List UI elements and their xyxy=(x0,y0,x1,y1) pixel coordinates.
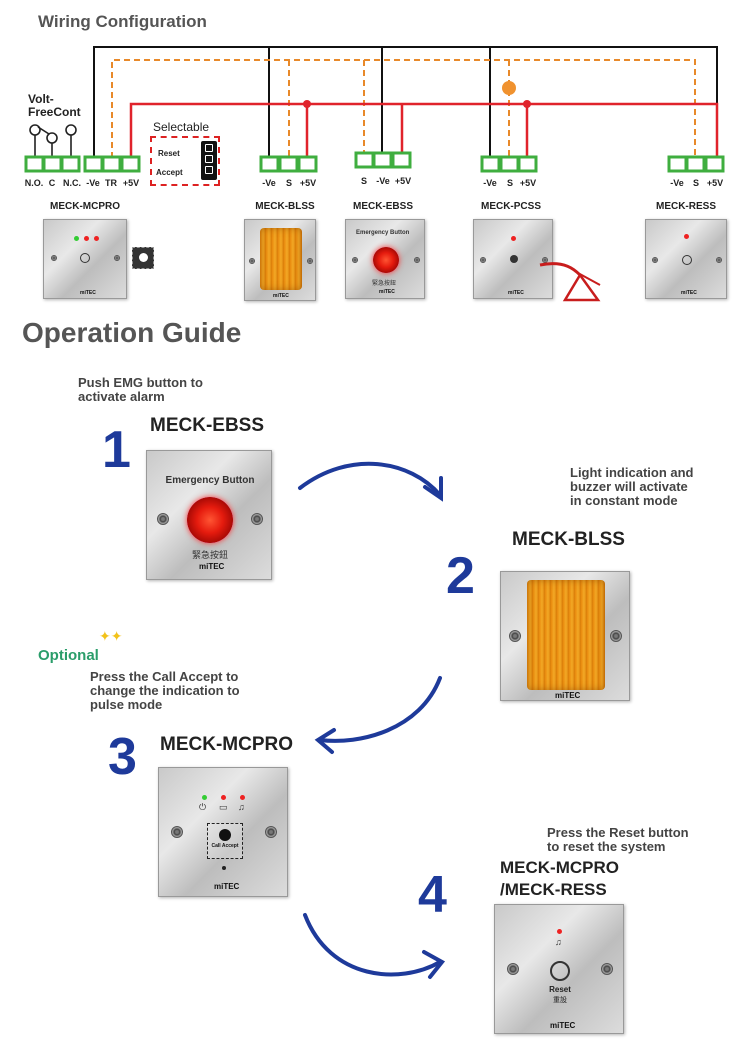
ebss-panel-small: Emergency Button 緊急按鈕 miTEC xyxy=(345,219,425,299)
selectable-title: Selectable xyxy=(153,120,210,134)
device-name: MECK-RESS xyxy=(655,201,716,212)
step-2-text: Light indication and buzzer will activat… xyxy=(570,465,694,508)
step-2-device: MECK-BLSS xyxy=(512,529,625,550)
signal-wires xyxy=(111,59,696,158)
step-1-text: Push EMG button to activate alarm xyxy=(78,375,203,404)
terminal-label: N.C. xyxy=(63,178,81,188)
step-1-number: 1 xyxy=(102,421,131,479)
device-name: MECK-PCSS xyxy=(480,201,541,212)
pull-cord xyxy=(539,262,601,302)
emergency-button-icon xyxy=(187,497,233,543)
flow-arrows xyxy=(298,461,446,979)
pcss-panel-small: miTEC xyxy=(473,219,553,299)
terminal-label: TR xyxy=(105,178,117,188)
power-led xyxy=(74,236,79,241)
ress-panel: ♫ Reset 重設 miTEC xyxy=(494,904,624,1034)
terminal-label: N.O. xyxy=(24,178,44,188)
step-4-device: MECK-MCPRO /MECK-RESS xyxy=(500,858,619,899)
terminal-label: S xyxy=(360,176,367,186)
terminal-label: +5V xyxy=(706,178,724,188)
ebss-panel: Emergency Button 緊急按鈕 miTEC xyxy=(146,450,272,580)
power-wires xyxy=(129,102,719,158)
bell-icon: ♫ xyxy=(555,937,562,947)
reset-icon xyxy=(80,253,90,263)
selectable-reset: Reset xyxy=(158,149,180,158)
device-name: MECK-MCPRO xyxy=(50,201,120,212)
terminal-label: +5V xyxy=(394,176,412,186)
call-accept-button[interactable]: Call Accept xyxy=(207,823,243,859)
terminal-label: +5V xyxy=(519,178,537,188)
terminal-label: S xyxy=(285,178,292,188)
mcpro-panel-small: miTEC xyxy=(43,219,127,299)
ground-wires xyxy=(93,46,718,158)
blss-panel-small: miTEC xyxy=(244,219,316,301)
amber-light-icon xyxy=(527,580,605,690)
step-4-text: Press the Reset button to reset the syst… xyxy=(547,825,689,854)
step-3-device: MECK-MCPRO xyxy=(160,734,293,755)
terminal-label: -Ve xyxy=(483,178,497,188)
step-3-text: Press the Call Accept to change the indi… xyxy=(90,669,240,712)
device-name: MECK-EBSS xyxy=(352,201,413,212)
battery-icon: ▭ xyxy=(219,802,228,812)
terminal-label: +5V xyxy=(299,178,317,188)
device-name: MECK-BLSS xyxy=(255,201,315,212)
terminal-label: C xyxy=(48,178,56,188)
reset-button[interactable] xyxy=(550,961,570,981)
selector-jumper xyxy=(201,141,217,180)
sparkle-icon: ✦✦ xyxy=(99,628,123,644)
mcpro-panel: ⏻ ▭ ♫ Call Accept miTEC xyxy=(158,767,288,897)
operation-title: Operation Guide xyxy=(22,317,242,348)
wiring-diagram xyxy=(24,46,725,173)
terminal-label: -Ve xyxy=(262,178,276,188)
selectable-box xyxy=(150,136,220,186)
junction-dot xyxy=(502,81,516,95)
terminal-label: +5V xyxy=(122,178,140,188)
terminal-label: -Ve xyxy=(376,176,390,186)
blss-panel: miTEC xyxy=(500,571,630,701)
step-2-number: 2 xyxy=(446,547,475,605)
volt-free-switch xyxy=(29,124,77,158)
terminal-label: -Ve xyxy=(86,178,100,188)
wiring-title: Wiring Configuration xyxy=(38,12,207,31)
volt-free-label: Volt- FreeCont xyxy=(28,92,81,119)
bell-icon: ♫ xyxy=(238,802,245,812)
terminal-label: S xyxy=(506,178,513,188)
power-icon: ⏻ xyxy=(199,802,207,812)
ress-panel-small: miTEC xyxy=(645,219,727,299)
selectable-accept: Accept xyxy=(156,168,183,177)
optional-label: Optional xyxy=(38,647,99,664)
call-accept-module-small xyxy=(132,247,154,269)
terminal-label: S xyxy=(692,178,699,188)
step-4-number: 4 xyxy=(418,866,447,924)
terminal-label: -Ve xyxy=(670,178,684,188)
step-3-number: 3 xyxy=(108,728,137,786)
step-1-device: MECK-EBSS xyxy=(150,415,265,436)
terminal-blocks xyxy=(24,151,725,173)
